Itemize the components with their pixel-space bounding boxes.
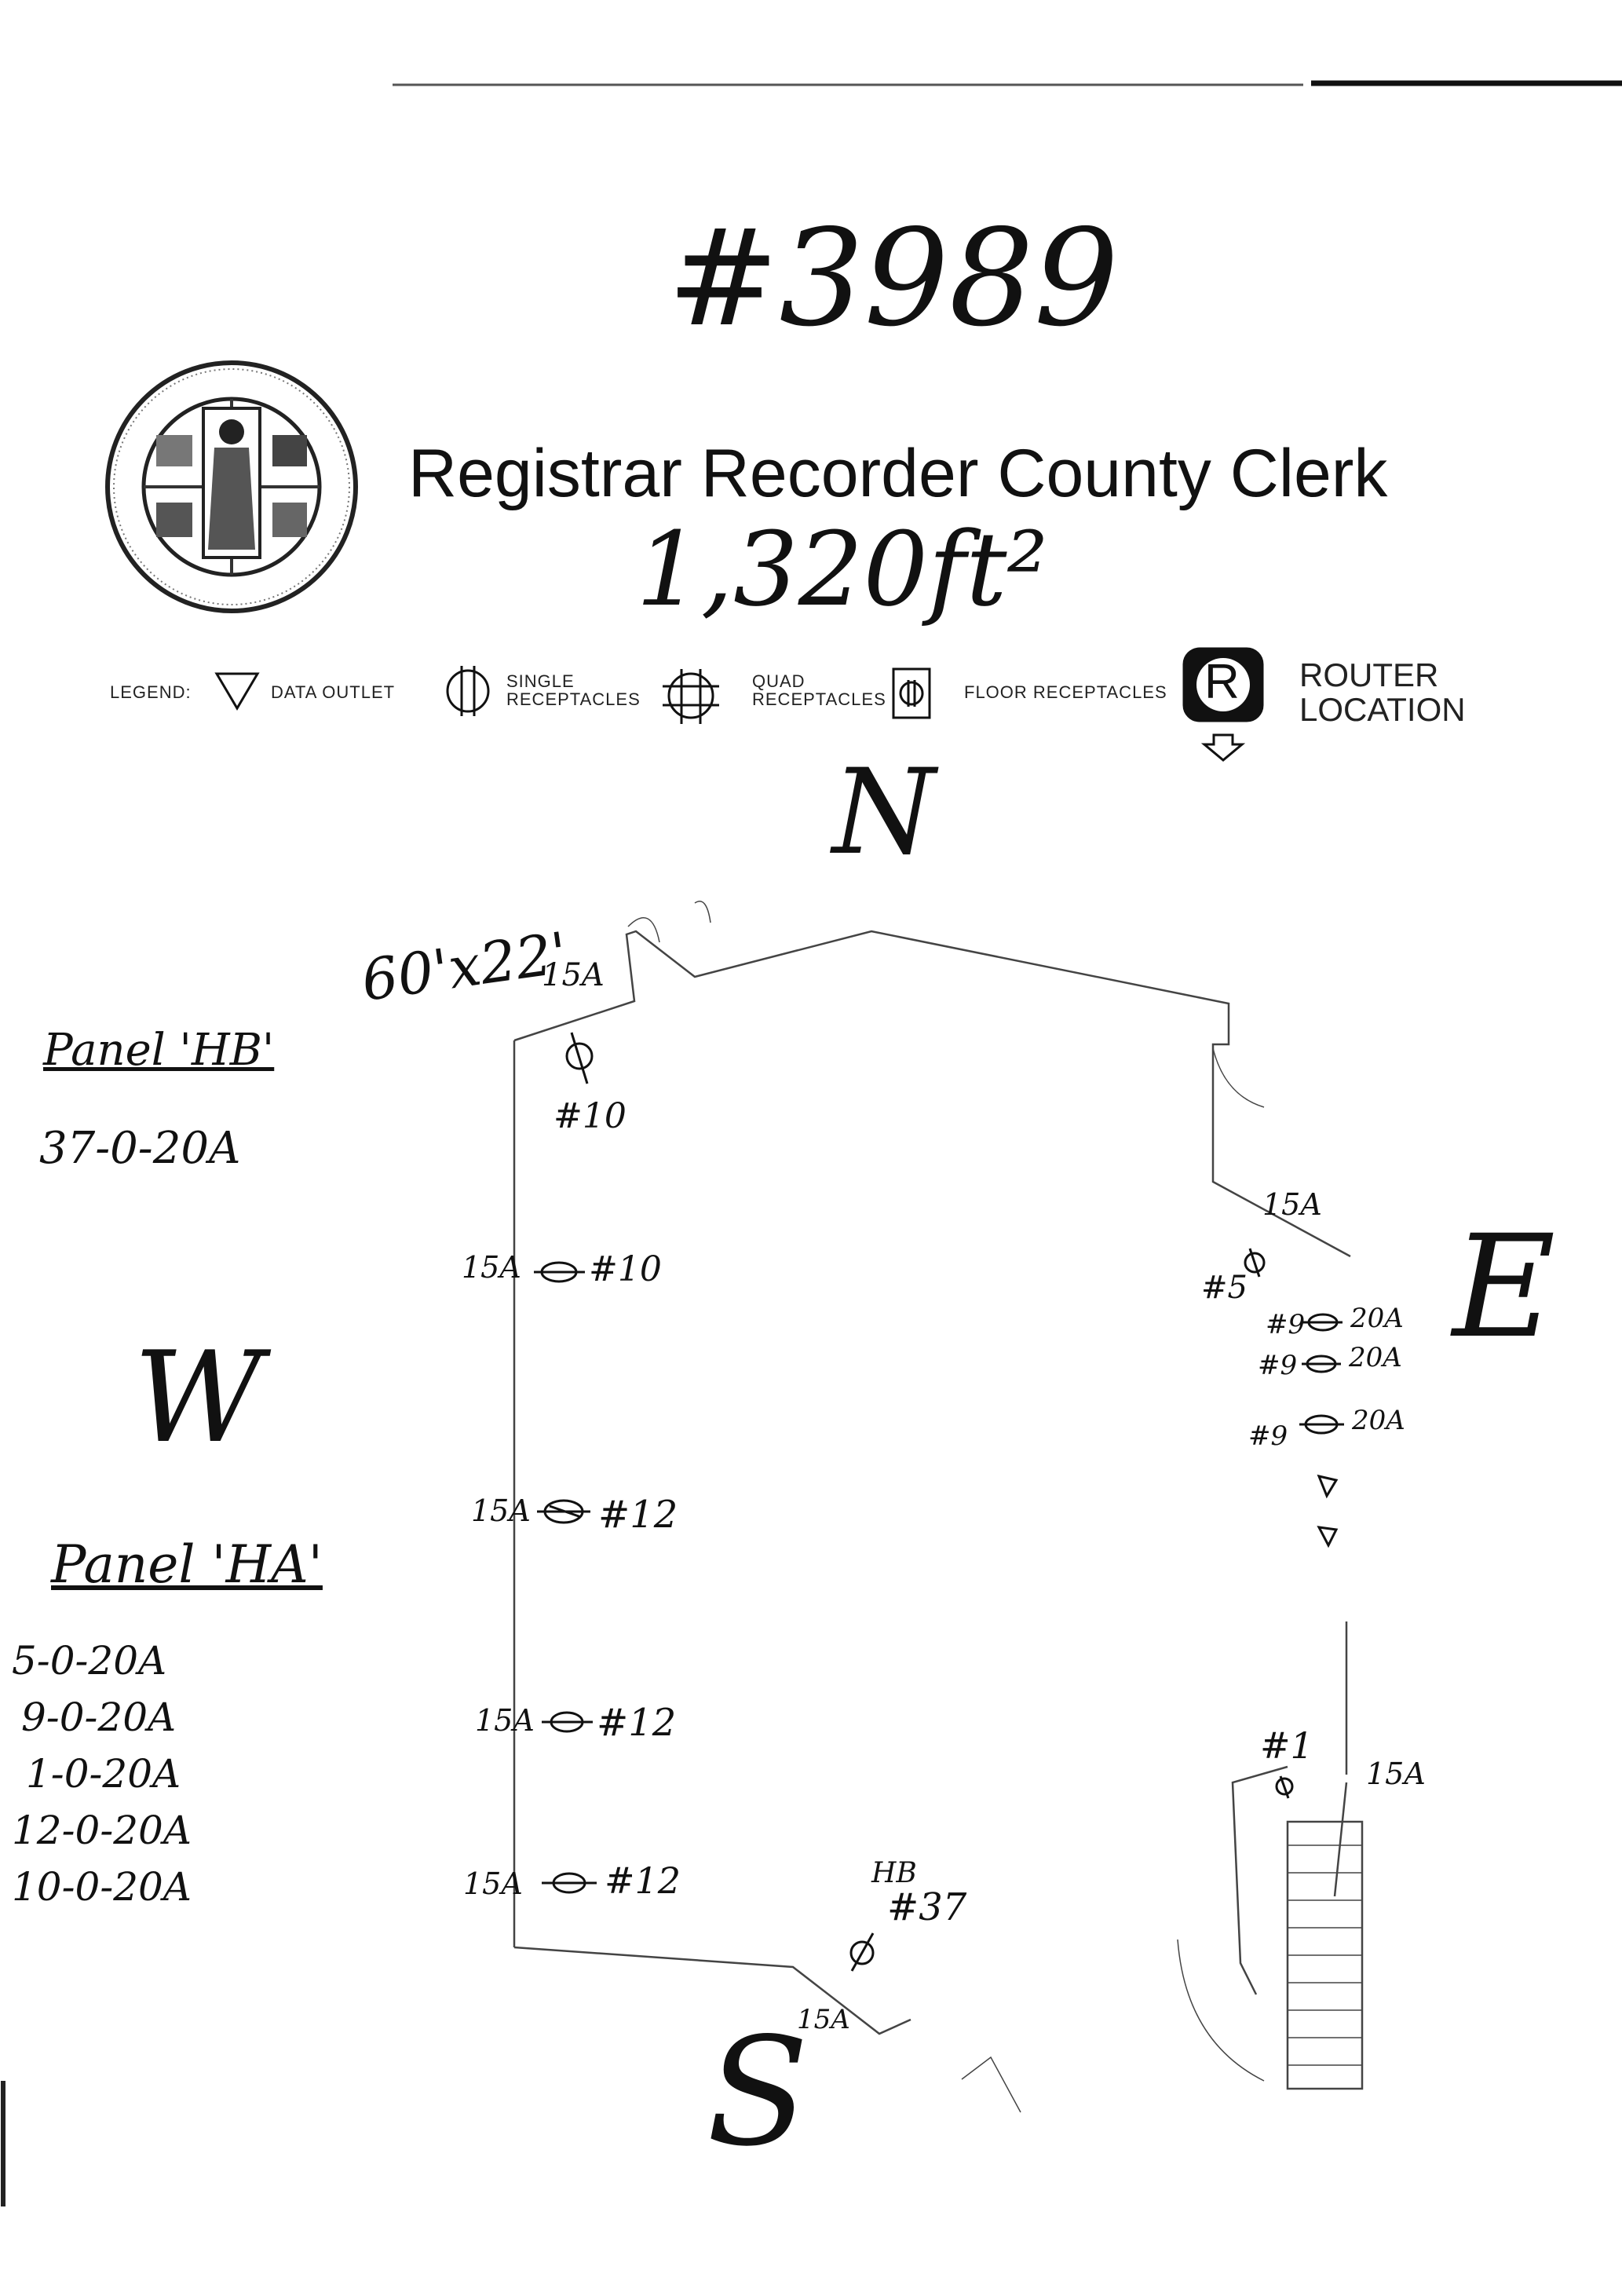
panel-ha-title: Panel 'HA': [51, 1534, 323, 1595]
router-location-symbol: [1182, 647, 1264, 762]
west-quad-receptacle-1: [534, 1261, 585, 1283]
west-4-circuit-label: #12: [605, 1859, 681, 1902]
panel-hb-circuit: 37-0-20A: [39, 1123, 241, 1174]
legend-quad-line1: QUAD: [752, 671, 806, 691]
county-seal: [105, 360, 358, 613]
router-symbol-letter: R: [1204, 655, 1240, 709]
page-title: Registrar Recorder County Clerk: [408, 436, 1388, 511]
legend-single-label: SINGLE RECEPTACLES: [506, 672, 641, 708]
west-1-amp-label: 15A: [462, 1250, 521, 1285]
panel-hb-title: Panel 'HB': [43, 1025, 275, 1076]
legend-symbols: [214, 647, 1264, 762]
west-1-circuit-label: #10: [589, 1249, 662, 1289]
southeast-circuit-label: #1: [1260, 1724, 1313, 1767]
panel-ha-circuit: 12-0-20A: [12, 1808, 192, 1853]
panel-ha-circuit: 9-0-20A: [21, 1695, 177, 1740]
west-2-amp-label: 15A: [471, 1493, 531, 1528]
panel-ha-circuit-list: 5-0-20A 9-0-20A 1-0-20A 12-0-20A 10-0-20…: [12, 1641, 192, 1907]
east-circuit-5-label: #5: [1201, 1270, 1248, 1306]
southeast-amp-label: 15A: [1366, 1757, 1426, 1791]
southeast-single-receptacle: [1275, 1775, 1294, 1799]
east-quad-receptacle-2: [1302, 1355, 1341, 1373]
compass-north: N: [832, 744, 936, 881]
west-3-amp-label: 15A: [475, 1703, 535, 1738]
south-amp-label: 15A: [797, 2004, 850, 2035]
quad-receptacle-symbol: [663, 669, 719, 724]
east-quad-2-amp: 20A: [1349, 1342, 1402, 1373]
plan-receptacles: [534, 1032, 1344, 1972]
legend-router-line2: LOCATION: [1299, 691, 1466, 729]
legend-data-outlet-label: DATA OUTLET: [271, 682, 396, 702]
compass-west: W: [133, 1324, 263, 1471]
east-quad-1-circuit: #9: [1266, 1309, 1306, 1340]
floor-plan-walls: [513, 901, 1364, 2113]
compass-south: S: [707, 2005, 809, 2179]
northeast-amp-label: 15A: [1262, 1187, 1322, 1222]
west-quad-receptacle-2: [537, 1499, 590, 1524]
east-quad-1-amp: 20A: [1350, 1303, 1404, 1334]
legend-single-line2: RECEPTACLES: [506, 689, 641, 710]
east-quad-receptacle-1: [1303, 1313, 1343, 1332]
east-quad-3-amp: 20A: [1352, 1405, 1405, 1436]
panel-ha-circuit: 1-0-20A: [26, 1751, 181, 1797]
south-panel-label: HB: [871, 1857, 917, 1889]
legend-label: LEGEND:: [110, 682, 192, 702]
legend-router-line1: ROUTER: [1299, 656, 1439, 693]
panel-ha-circuit: 5-0-20A: [12, 1638, 167, 1684]
north-circuit-label: #10: [553, 1096, 627, 1136]
legend-quad-label: QUAD RECEPTACLES: [752, 672, 886, 708]
south-single-receptacle: [849, 1932, 875, 1972]
legend-floor-label: FLOOR RECEPTACLES: [964, 682, 1167, 702]
west-quad-receptacle-3: [542, 1711, 593, 1733]
east-data-outlet-1: [1317, 1474, 1339, 1499]
east-quad-3-circuit: #9: [1248, 1420, 1288, 1452]
west-2-circuit-label: #12: [598, 1493, 678, 1537]
scan-top-edge: [393, 80, 1622, 86]
west-4-amp-label: 15A: [463, 1866, 523, 1901]
south-circuit-label: #37: [887, 1885, 967, 1929]
area-note: 1,320ft²: [636, 510, 1048, 629]
east-quad-receptacle-3: [1299, 1414, 1344, 1435]
legend-quad-line2: RECEPTACLES: [752, 689, 886, 710]
north-single-receptacle: [565, 1032, 594, 1084]
data-outlet-symbol: [214, 672, 260, 711]
legend-single-line1: SINGLE: [506, 671, 575, 691]
east-quad-2-circuit: #9: [1258, 1350, 1298, 1381]
job-number: #3989: [667, 201, 1120, 356]
legend-router-label: ROUTER LOCATION: [1299, 656, 1466, 729]
panel-ha-circuit: 10-0-20A: [12, 1864, 192, 1910]
floor-receptacle-symbol: [892, 667, 931, 719]
single-receptacle-symbol: [446, 666, 490, 716]
east-data-outlet-2: [1317, 1526, 1339, 1548]
north-amp-label: 15A: [542, 957, 605, 993]
east-single-receptacle-5: [1244, 1248, 1266, 1278]
compass-east: E: [1452, 1205, 1556, 1369]
west-3-circuit-label: #12: [597, 1701, 677, 1745]
west-quad-receptacle-4: [542, 1872, 597, 1894]
